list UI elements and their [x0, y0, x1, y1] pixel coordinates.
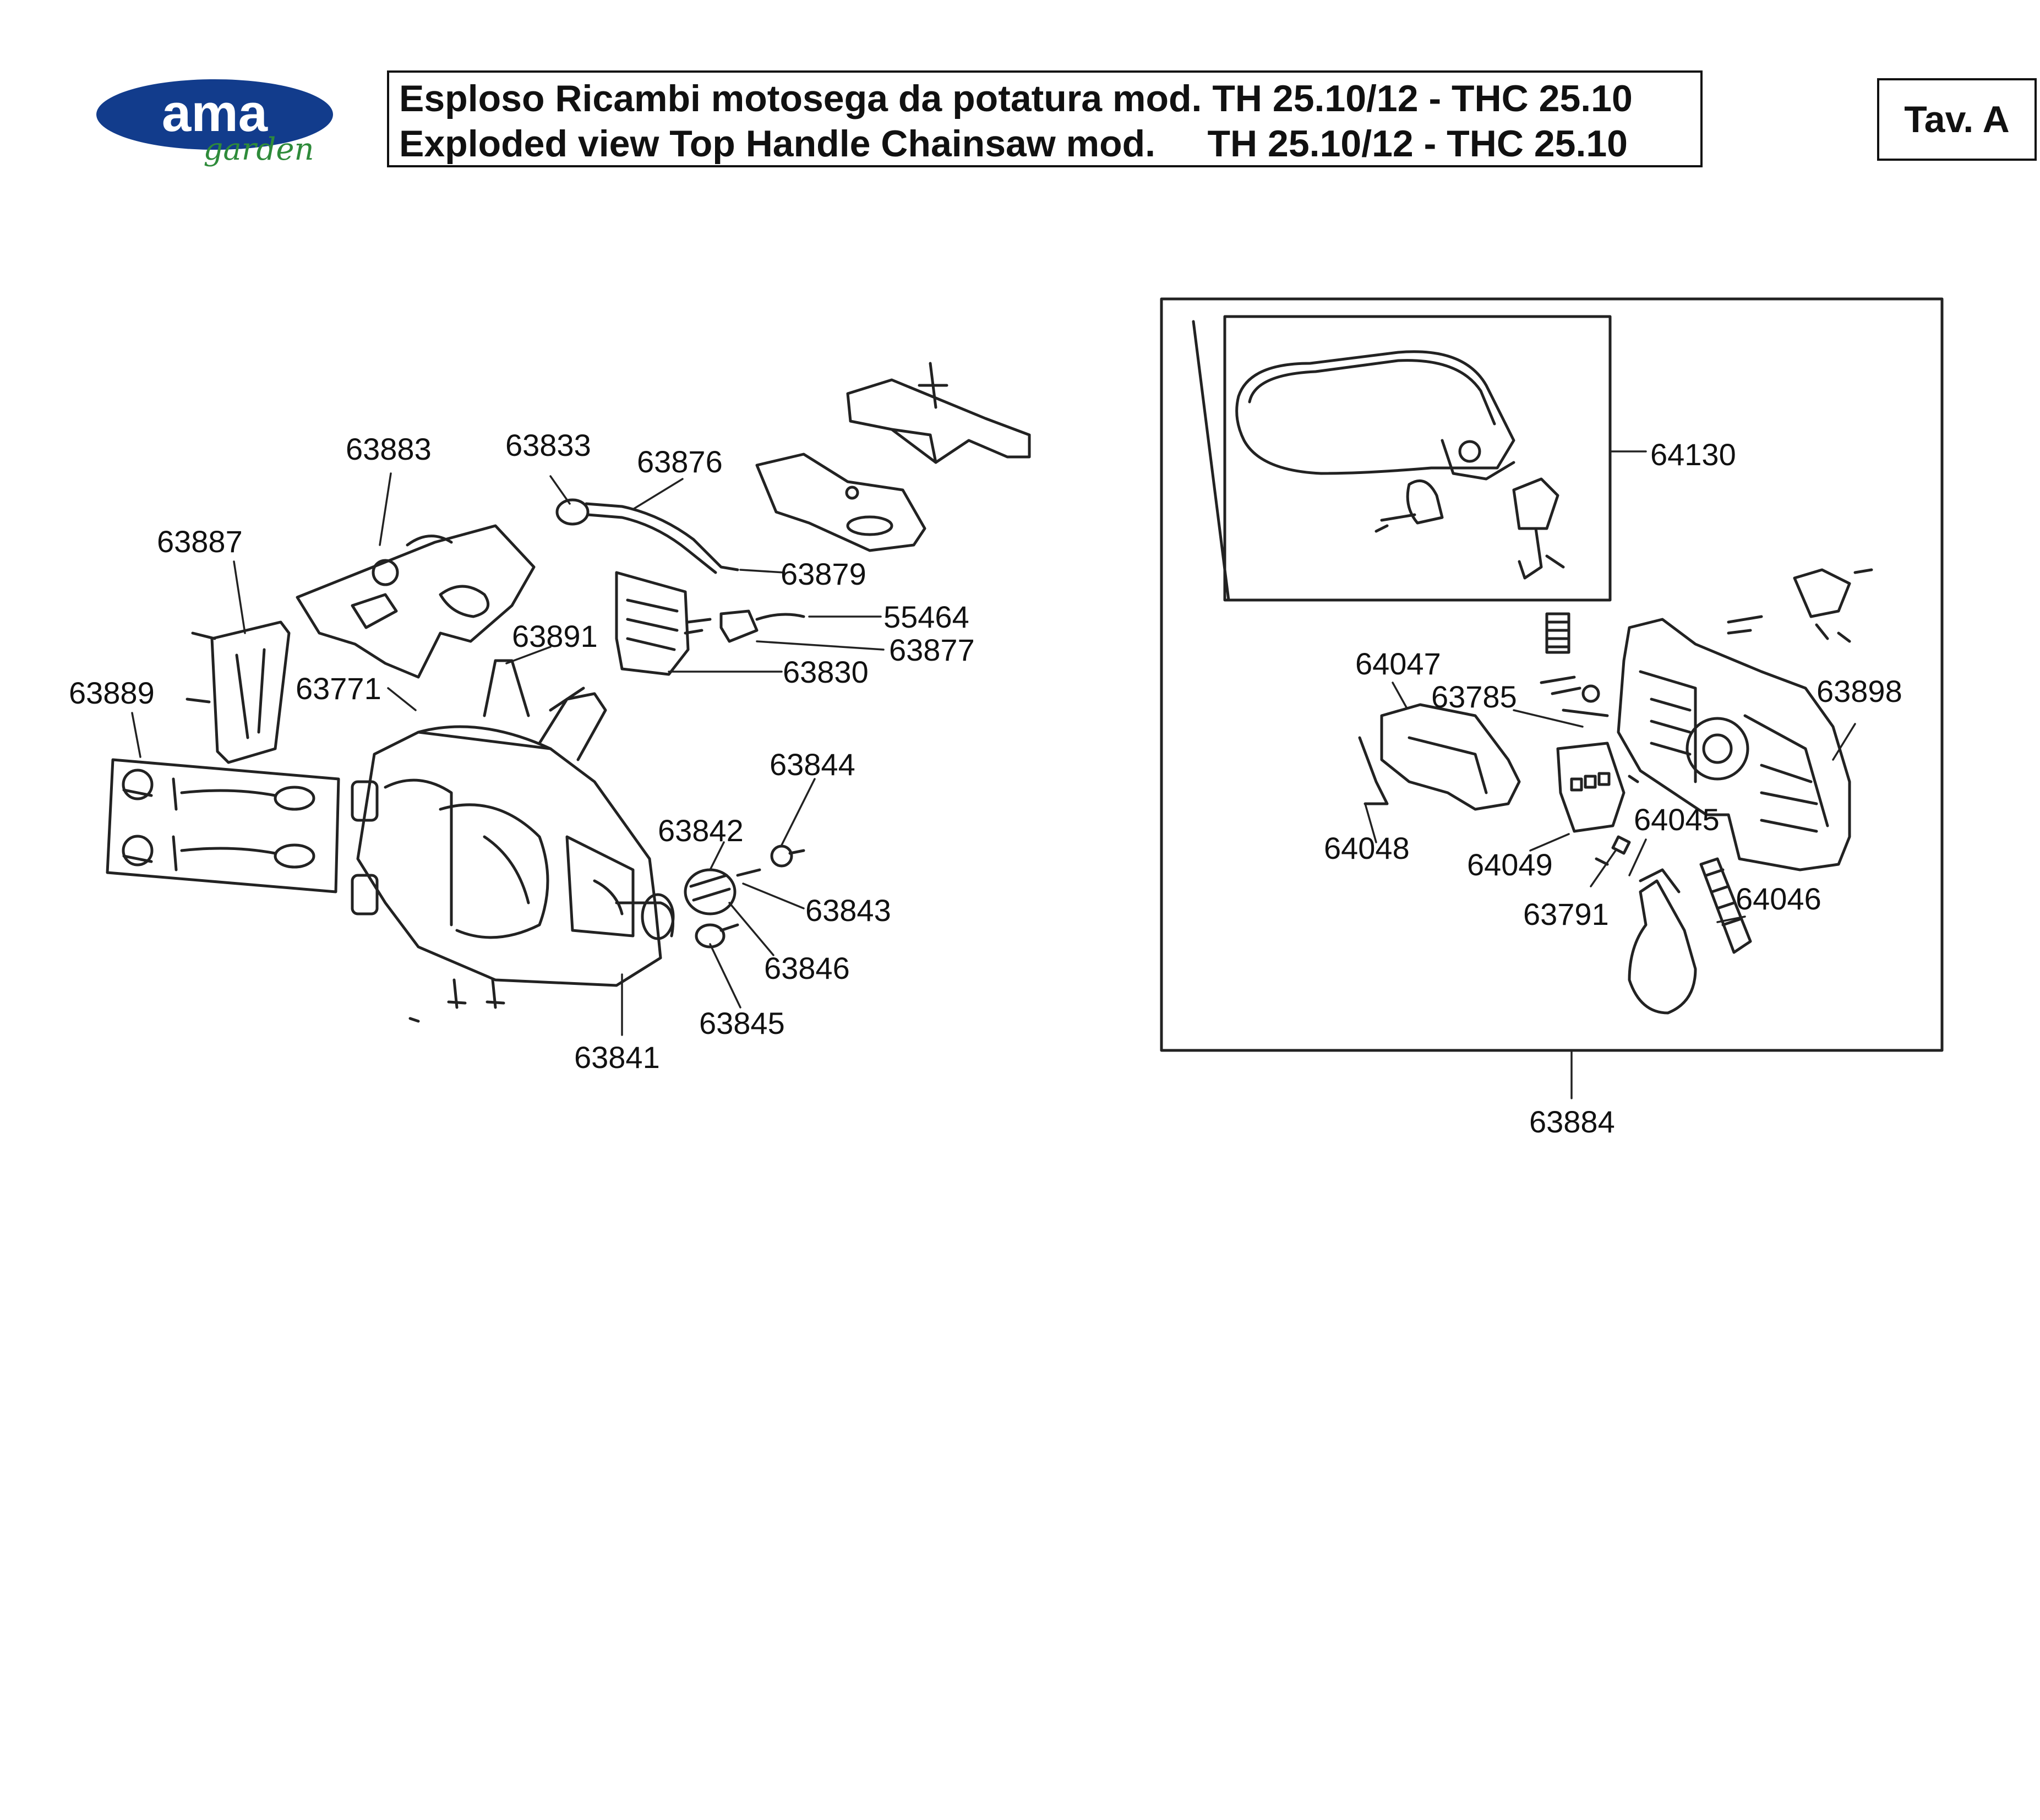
label-63889: 63889: [69, 675, 155, 710]
label-63833: 63833: [505, 428, 591, 462]
rear-plate-part: [210, 620, 291, 764]
label-64049: 64049: [1467, 847, 1553, 882]
title-box: Esploso Ricambi motosega da potatura mod…: [387, 70, 1703, 167]
label-63842: 63842: [658, 813, 744, 848]
logo-brand-text: ama: [162, 84, 268, 143]
guard-part: [1380, 703, 1521, 811]
label-63877: 63877: [889, 633, 975, 667]
brand-logo: ama garden: [94, 72, 336, 171]
label-63891: 63891: [512, 619, 598, 653]
label-64045: 64045: [1634, 802, 1720, 837]
label-63771: 63771: [296, 671, 381, 706]
clutch-cover-part: [1617, 618, 1851, 871]
gasket-plate-part: [755, 453, 926, 552]
label-63883: 63883: [346, 432, 432, 466]
chain-cover-part: [1235, 350, 1515, 475]
logo-sub-text: garden: [203, 132, 314, 167]
label-64130: 64130: [1650, 437, 1736, 472]
label-63846: 63846: [764, 951, 850, 985]
label-55464: 55464: [883, 600, 969, 634]
cover-group-box: [1223, 315, 1612, 602]
label-64047: 64047: [1355, 646, 1441, 681]
label-plate-part: [1556, 742, 1626, 833]
label-63830: 63830: [783, 655, 869, 689]
cap-group-box: [106, 758, 340, 893]
top-cover-part: [846, 378, 1031, 464]
label-63841: 63841: [574, 1040, 660, 1075]
label-63791: 63791: [1523, 897, 1609, 931]
label-63845: 63845: [699, 1006, 785, 1040]
label-63843: 63843: [805, 893, 891, 928]
switch-part: [555, 498, 590, 526]
brake-lever-part: [1699, 857, 1752, 954]
title-english: Exploded view Top Handle Chainsaw mod. T…: [399, 123, 1628, 165]
label-63887: 63887: [157, 524, 243, 559]
label-63785: 63785: [1431, 679, 1517, 714]
handle-part: [296, 524, 536, 679]
guide-part: [615, 571, 690, 676]
chain-brake-group-box: [1160, 297, 1944, 1052]
brake-band-part: [1628, 879, 1697, 1015]
label-64046: 64046: [1736, 881, 1821, 916]
plate-number: Tav. A: [1877, 78, 2037, 161]
label-63876: 63876: [637, 444, 723, 479]
label-64048: 64048: [1324, 831, 1410, 865]
label-63884: 63884: [1529, 1104, 1615, 1139]
title-italian: Esploso Ricambi motosega da potatura mod…: [399, 78, 1633, 119]
label-63879: 63879: [781, 557, 866, 591]
label-63898: 63898: [1817, 674, 1902, 709]
label-63844: 63844: [770, 747, 855, 782]
logo-oval: [96, 79, 333, 150]
